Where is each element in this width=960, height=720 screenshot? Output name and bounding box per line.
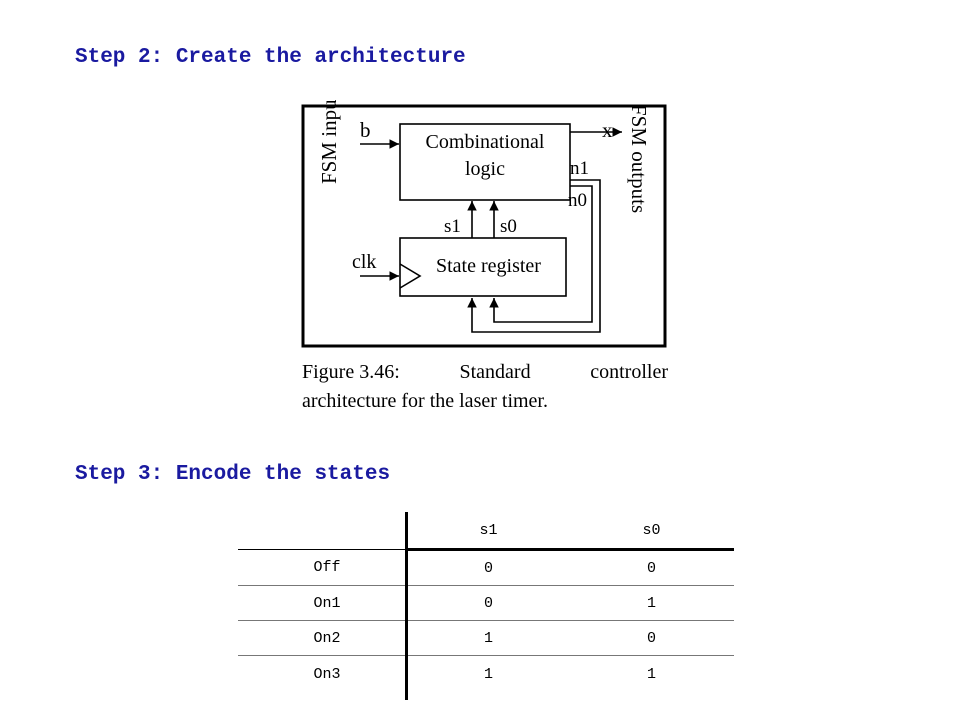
table-row: On1 0 1 <box>238 585 734 621</box>
s1-value-cell: 0 <box>406 549 570 586</box>
state-name-cell: On3 <box>238 655 408 700</box>
figure-caption: Figure 3.46: Standard controller archite… <box>302 358 668 416</box>
s1-label: s1 <box>444 216 461 237</box>
fsm-inputs-label: FSM inputs <box>317 100 341 184</box>
input-b-label: b <box>360 118 371 142</box>
table-header-row: s1 s0 <box>238 512 734 551</box>
s1-value-cell: 0 <box>406 585 570 621</box>
s0-value-cell: 0 <box>569 620 734 656</box>
comb-logic-line1: Combinational <box>426 131 545 153</box>
output-x-label: x <box>602 118 613 142</box>
clk-label: clk <box>352 251 376 273</box>
controller-architecture-figure: FSM inputs FSM outputs Combinational log… <box>301 100 667 348</box>
figure-frame <box>301 104 667 348</box>
state-register-label: State register <box>436 255 541 277</box>
s0-value-cell: 1 <box>569 585 734 621</box>
caption-word-controller: controller <box>590 361 668 383</box>
table-row: On3 1 1 <box>238 655 734 700</box>
state-name-cell: On2 <box>238 620 408 656</box>
header-cell-state <box>238 512 408 550</box>
s1-value-cell: 1 <box>406 620 570 656</box>
state-name-cell: Off <box>238 549 408 586</box>
n1-label: n1 <box>570 158 589 179</box>
s0-value-cell: 0 <box>569 549 734 586</box>
comb-logic-line2: logic <box>465 158 505 180</box>
step2-heading: Step 2: Create the architecture <box>75 46 466 69</box>
n1-feedback-wire <box>467 179 601 333</box>
n0-feedback-wire <box>489 185 593 323</box>
s0-label: s0 <box>500 216 517 237</box>
state-register-block <box>399 237 567 297</box>
s1-value-cell: 1 <box>483 666 493 683</box>
table-row: Off 0 0 <box>238 549 734 586</box>
step3-heading: Step 3: Encode the states <box>75 463 391 486</box>
header-cell-s0: s0 <box>569 512 734 551</box>
fsm-outputs-label: FSM outputs <box>627 104 651 213</box>
caption-figure-number: Figure 3.46: <box>302 361 400 383</box>
combinational-logic-block <box>399 123 571 201</box>
s0-value-cell: 1 <box>646 666 656 683</box>
state-encoding-table: s1 s0 Off 0 0 On1 0 1 On2 1 0 On3 1 1 <box>238 512 734 700</box>
state-name-cell: On1 <box>238 585 408 621</box>
table-row: On2 1 0 <box>238 620 734 656</box>
n0-label: n0 <box>568 190 587 211</box>
caption-word-standard: Standard <box>459 361 531 383</box>
caption-line2: architecture for the laser timer. <box>302 390 548 412</box>
clock-triangle <box>399 263 422 289</box>
header-cell-s1: s1 <box>406 512 570 551</box>
